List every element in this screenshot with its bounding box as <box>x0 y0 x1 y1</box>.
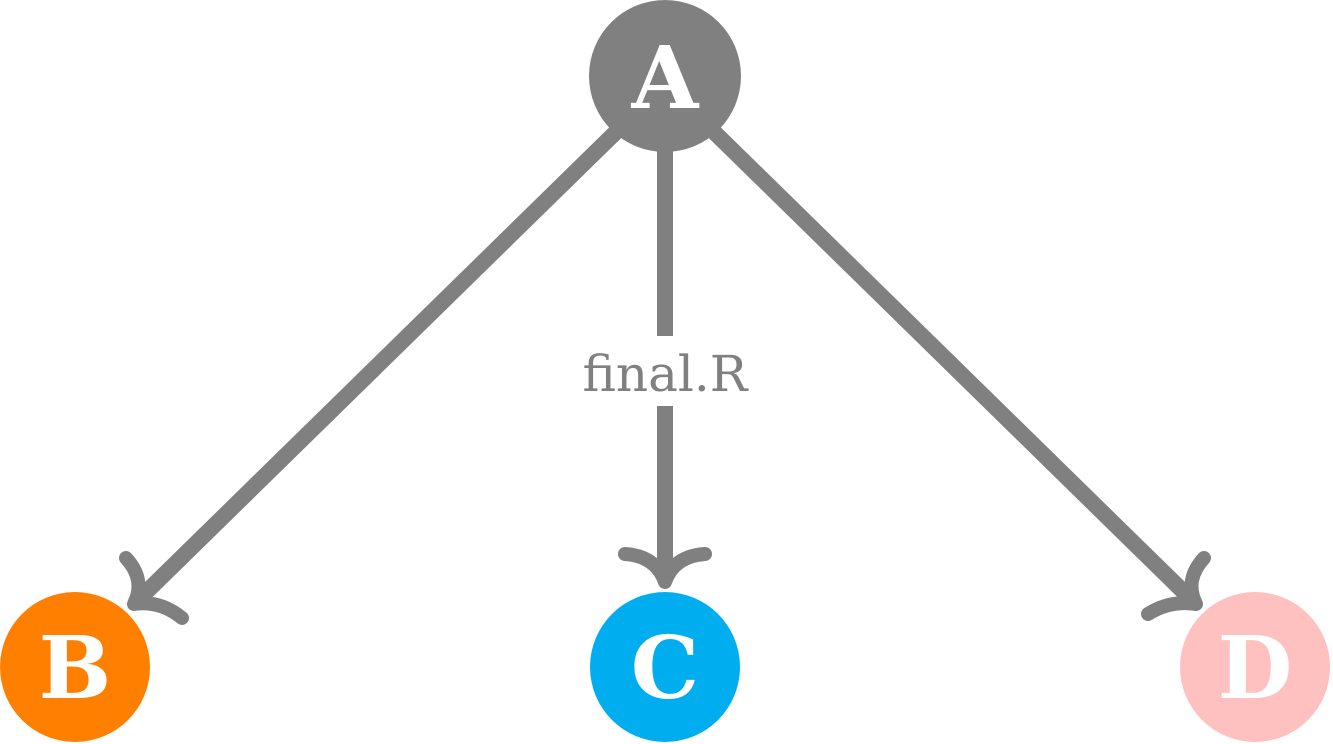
edge-line-a-b <box>128 124 624 610</box>
node-c-label: C <box>631 618 699 719</box>
edge-label-a-c: final.R <box>583 345 749 403</box>
node-b-circle <box>0 592 150 742</box>
node-d[interactable]: D <box>1180 592 1330 742</box>
node-a-label: A <box>631 28 700 129</box>
node-d-label: D <box>1218 618 1293 719</box>
node-c-circle <box>590 592 740 742</box>
arrowhead-c <box>618 547 712 589</box>
edge-a-to-c: final.R <box>583 150 749 589</box>
edge-line-a-d <box>706 124 1202 610</box>
node-c[interactable]: C <box>590 592 740 742</box>
node-b-label: B <box>39 618 112 719</box>
node-a-circle <box>589 0 741 152</box>
node-a[interactable]: A <box>589 0 741 152</box>
arrowhead-d <box>1141 551 1211 621</box>
arrowhead-b <box>119 551 189 625</box>
edge-a-to-b <box>119 124 624 625</box>
node-b[interactable]: B <box>0 592 150 742</box>
edge-a-to-d <box>706 124 1211 621</box>
node-d-circle <box>1180 592 1330 742</box>
